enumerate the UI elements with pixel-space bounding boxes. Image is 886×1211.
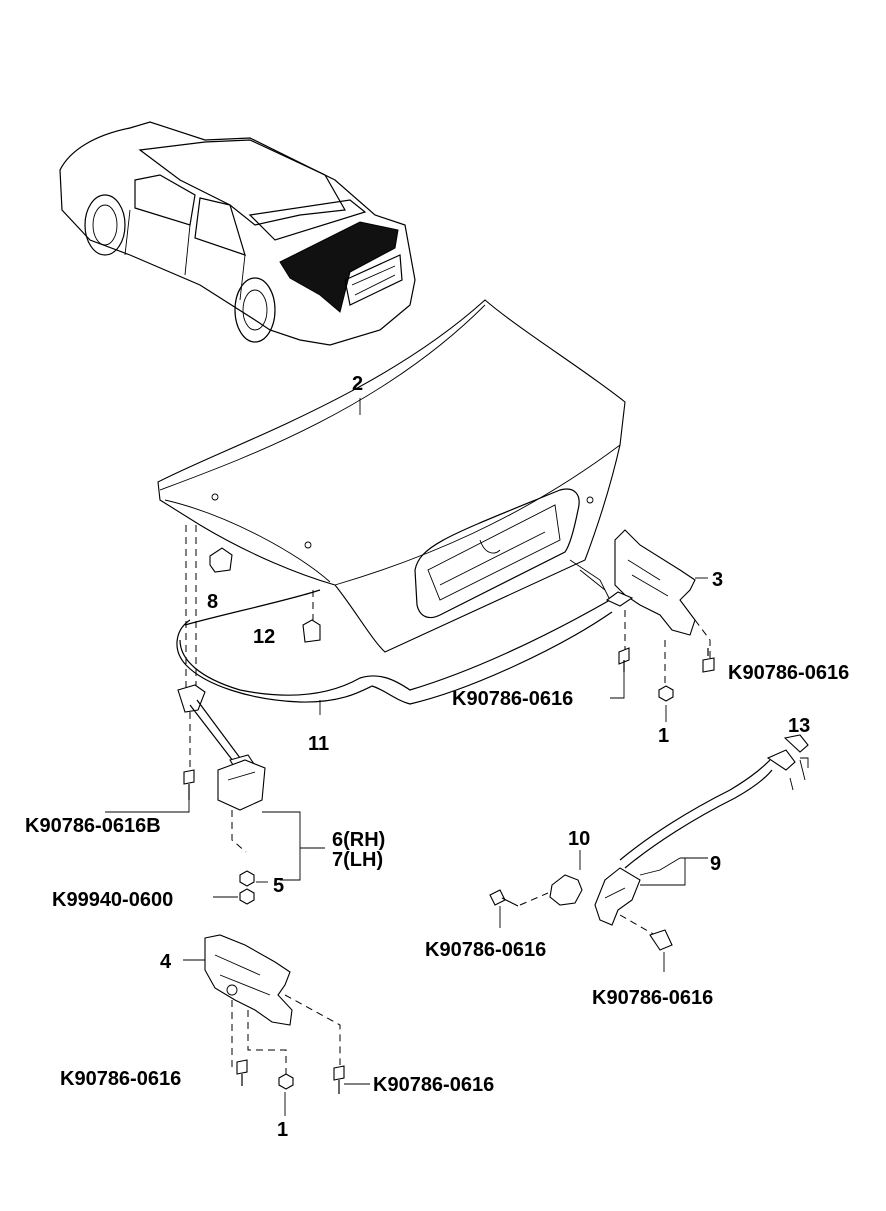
bolt <box>649 929 673 972</box>
part-number-nut: K99940-0600 <box>52 889 173 911</box>
striker <box>594 867 656 936</box>
callout-6: 6(RH) <box>332 829 385 851</box>
cable <box>619 734 809 876</box>
callout-9: 9 <box>710 853 721 875</box>
callout-10: 10 <box>568 828 590 850</box>
nut <box>239 870 255 905</box>
bolt <box>236 1059 248 1086</box>
callout-11: 11 <box>308 733 329 755</box>
bolt <box>105 769 195 813</box>
part-number-latch-bolt-left: K90786-0616 <box>60 1068 181 1090</box>
callout-3: 3 <box>712 569 723 591</box>
latch <box>519 874 583 906</box>
nut <box>658 685 674 722</box>
bump-stopper-12 <box>302 590 321 643</box>
callout-7: 7(LH) <box>332 849 383 871</box>
bolt <box>702 648 715 673</box>
trunk-lid <box>157 299 626 653</box>
part-number-strut-bolt: K90786-0616B <box>25 815 161 837</box>
nut <box>278 1073 294 1116</box>
hinge <box>177 525 266 853</box>
callout-8: 8 <box>207 591 218 613</box>
part-number-striker-bolt: K90786-0616 <box>592 987 713 1009</box>
part-number-hinge-bolt: K90786-0616 <box>452 688 573 710</box>
callout-2: 2 <box>352 373 363 395</box>
callout-12: 12 <box>253 626 275 648</box>
bolt <box>610 647 630 699</box>
weatherstrip <box>176 559 613 715</box>
callout-13: 13 <box>788 715 810 737</box>
callout-5: 5 <box>273 875 284 897</box>
bolt <box>333 1065 370 1094</box>
callout-1-lower: 1 <box>277 1119 288 1141</box>
hinge <box>605 529 711 685</box>
bump-stopper-8 <box>209 547 233 573</box>
part-number-hinge-right: K90786-0616 <box>728 662 849 684</box>
bolt <box>489 889 519 928</box>
callout-4: 4 <box>160 951 172 973</box>
part-number-release-bolt: K90786-0616 <box>425 939 546 961</box>
callout-1-upper: 1 <box>658 725 669 747</box>
latch <box>183 934 341 1075</box>
car-overview-icon <box>59 121 416 346</box>
part-number-latch-bolt-right: K90786-0616 <box>373 1074 494 1096</box>
